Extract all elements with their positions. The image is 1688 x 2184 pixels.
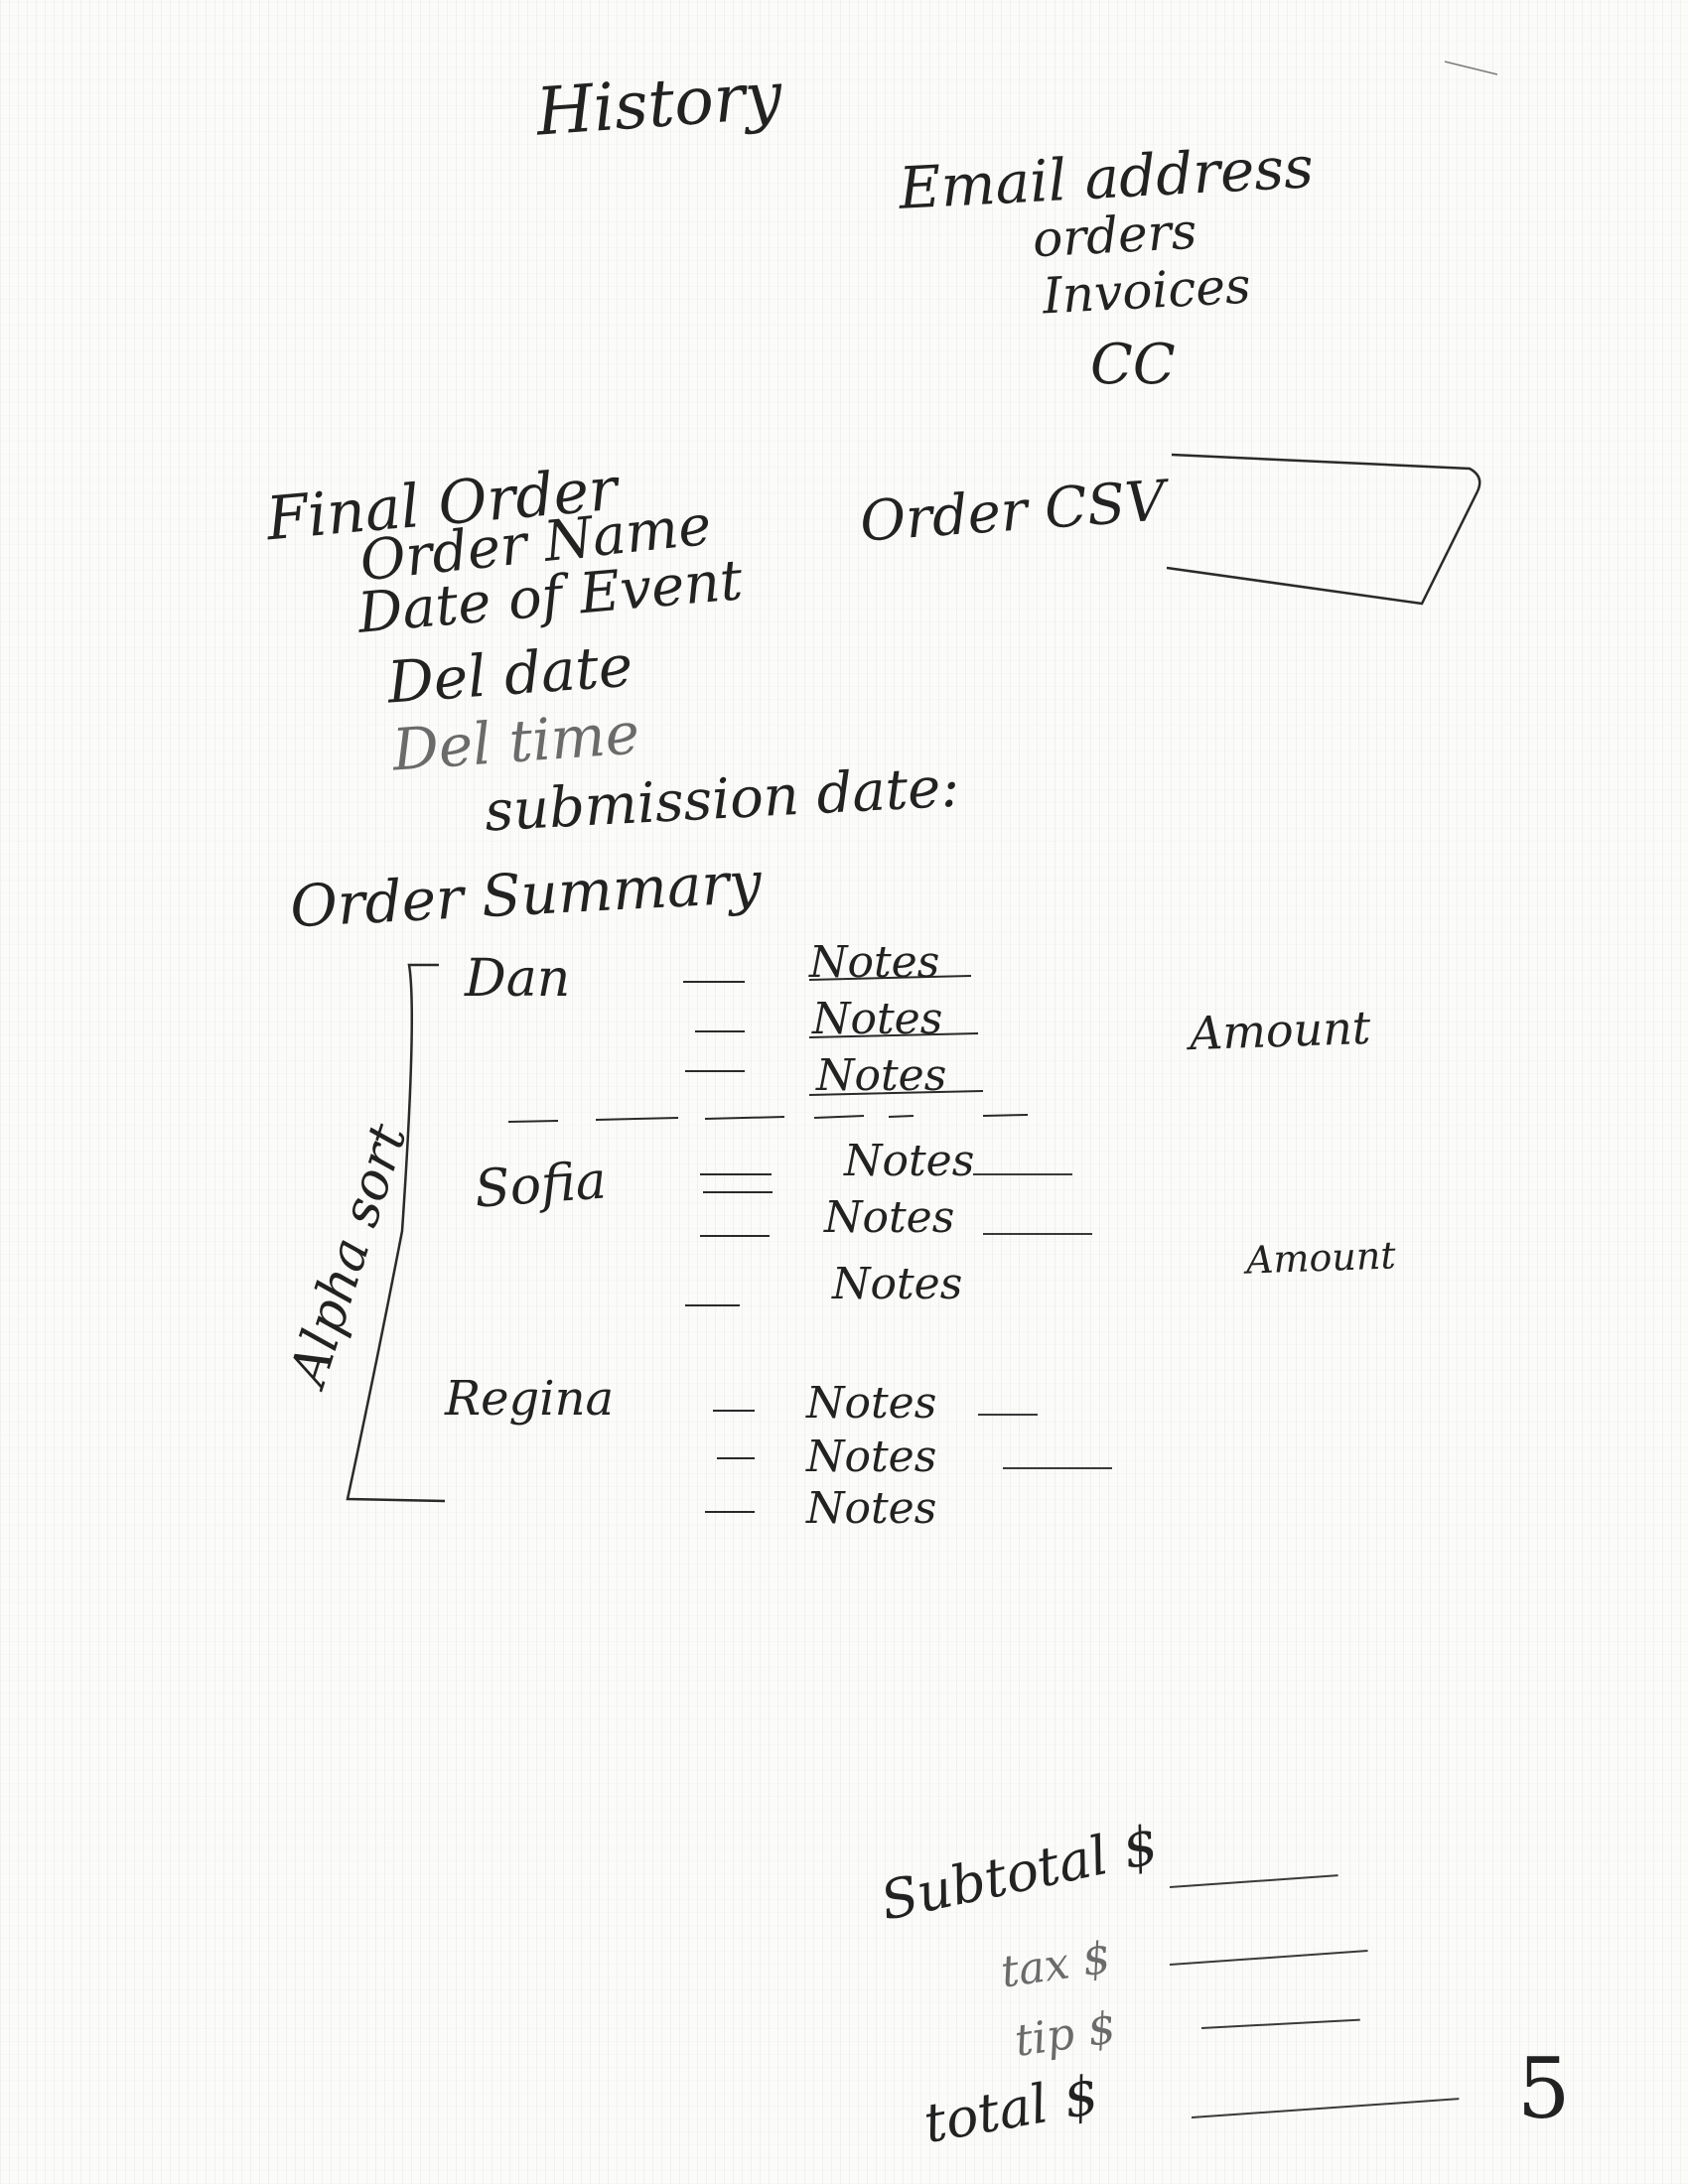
note-label: Notes [816,1050,947,1101]
tip-blank [1200,2018,1360,2029]
tax-blank [1169,1950,1368,1966]
item-dash [685,1304,740,1306]
subtotal-blank [1169,1874,1338,1888]
delivery-date-label: Del date [384,631,635,717]
group-separator [507,1114,1029,1123]
total-label: total $ [918,2063,1103,2155]
history-item-invoices: Invoices [1041,256,1252,326]
note-label: Notes [806,1378,937,1429]
note-label: Notes [806,1432,937,1482]
page-number: 5 [1517,2040,1571,2137]
item-dash [700,1235,770,1237]
group-name: Sofia [473,1151,609,1220]
subtotal-label: Subtotal $ [875,1813,1164,1933]
delivery-time-label: Del time [389,699,642,784]
note-label: Notes [809,937,940,988]
note-blank [983,1233,1092,1235]
order-summary-label: Order Summary [288,848,764,941]
note-blank [973,1173,1072,1175]
note-label: Notes [844,1136,975,1186]
total-blank [1191,2098,1460,2118]
item-dash [713,1410,755,1412]
item-dash [717,1457,755,1459]
note-label: Notes [806,1483,937,1534]
order-csv-label: Order CSV [858,469,1168,555]
page-heading: History [533,57,784,151]
history-item-cc: CC [1090,333,1176,397]
amount-label: Amount [1189,1000,1372,1061]
item-dash [695,1030,745,1032]
tip-label: tip $ [1011,2002,1119,2067]
history-item-orders: orders [1031,202,1198,269]
note-blank [978,1414,1038,1416]
item-dash [685,1070,745,1072]
note-label: Notes [832,1259,963,1309]
tax-label: tax $ [997,1932,1114,1998]
corner-mark [1444,61,1498,75]
group-name: Regina [445,1371,615,1427]
csv-box-outline [1166,453,1481,606]
history-item-email: Email address [897,133,1316,222]
group-name: Dan [465,949,571,1009]
item-dash [683,981,745,983]
note-blank [1003,1467,1112,1469]
item-dash [700,1173,772,1175]
note-label: Notes [812,994,943,1044]
alpha-sort-label: Alpha sort [278,1117,419,1393]
amount-label: Amount [1245,1233,1397,1283]
note-label: Notes [824,1192,955,1243]
item-dash [705,1511,755,1513]
item-dash [703,1191,773,1193]
